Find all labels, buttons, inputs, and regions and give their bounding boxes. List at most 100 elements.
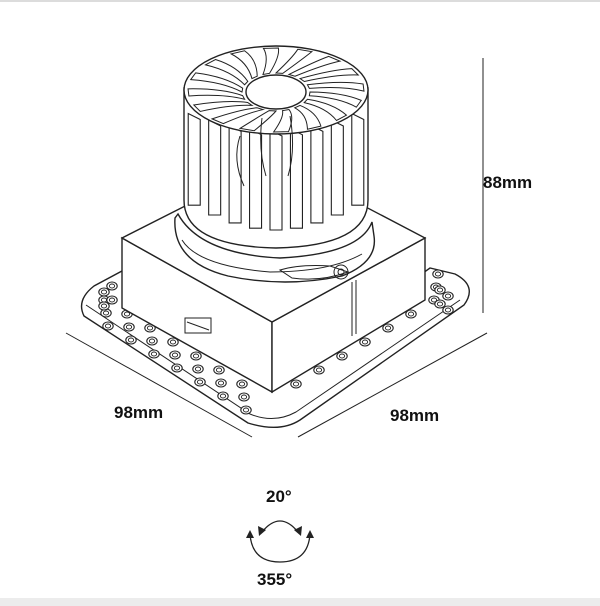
mounting-hole-inner	[171, 352, 179, 358]
heatsink-top-fin	[298, 68, 360, 83]
mounting-hole	[217, 391, 229, 401]
mounting-hole-inner	[242, 407, 250, 413]
mounting-hole-inner	[219, 393, 227, 399]
heatsink-fin	[208, 119, 222, 216]
width-right-label: 98mm	[390, 406, 439, 425]
heatsink-top-fin	[272, 109, 293, 133]
heatsink-fin	[269, 129, 283, 231]
mounting-hole	[434, 285, 446, 295]
mounting-hole-inner	[148, 338, 156, 344]
mounting-hole	[290, 379, 302, 389]
mounting-hole	[98, 287, 110, 297]
mounting-hole	[194, 377, 206, 387]
mounting-hole-inner	[104, 323, 112, 329]
mounting-hole	[336, 351, 348, 361]
mounting-hole	[171, 363, 183, 373]
mounting-hole	[215, 378, 227, 388]
heatsink-top-fin	[189, 72, 244, 93]
heatsink-fin	[249, 127, 263, 229]
heatsink-top-fin	[293, 104, 322, 130]
mounting-hole-inner	[436, 301, 444, 307]
mounting-hole-inner	[102, 310, 110, 316]
mounting-hole-inner	[194, 366, 202, 372]
mounting-hole	[213, 365, 225, 375]
mounting-hole	[98, 301, 110, 311]
heatsink-top-fin	[308, 91, 363, 108]
mounting-hole	[442, 305, 454, 315]
rotation-symbol: 20° 355°	[246, 487, 314, 589]
mounting-hole-inner	[215, 367, 223, 373]
mounting-hole-inner	[100, 289, 108, 295]
mounting-hole-inner	[240, 394, 248, 400]
height-label: 88mm	[483, 173, 532, 192]
mounting-hole	[313, 365, 325, 375]
mounting-hole-inner	[407, 311, 415, 317]
mounting-hole-inner	[361, 339, 369, 345]
mounting-hole	[434, 299, 446, 309]
heatsink-fin	[310, 124, 324, 224]
mounting-hole	[167, 337, 179, 347]
mounting-hole-inner	[430, 297, 438, 303]
mounting-hole	[238, 392, 250, 402]
mounting-hole-inner	[150, 351, 158, 357]
mounting-hole-inner	[146, 325, 154, 331]
mounting-hole	[240, 405, 252, 415]
heatsink-top-fin	[306, 81, 365, 92]
heatsink-top-fin	[210, 107, 265, 125]
heatsink-center-cap	[245, 74, 307, 110]
inner-wire	[236, 135, 245, 187]
height-dimension: 88mm	[482, 58, 532, 313]
mounting-hole-inner	[123, 311, 131, 317]
mounting-hole	[382, 323, 394, 333]
mounting-hole-inner	[108, 297, 116, 303]
mounting-hole-inner	[196, 379, 204, 385]
width-right-dimension: 98mm	[297, 332, 488, 438]
width-left-label: 98mm	[114, 403, 163, 422]
mounting-hole-inner	[217, 380, 225, 386]
heatsink-fin	[187, 112, 201, 206]
plaster-plate	[80, 267, 470, 428]
tilt-angle-label: 20°	[266, 487, 292, 506]
pivot-screw	[333, 264, 349, 280]
heatsink-top-fin	[204, 58, 249, 86]
mounting-hole	[236, 379, 248, 389]
width-left-dimension: 98mm	[65, 332, 253, 438]
mounting-hole	[148, 349, 160, 359]
mounting-hole	[102, 321, 114, 331]
mounting-hole-inner	[192, 353, 200, 359]
mounting-hole-inner	[315, 367, 323, 373]
mounting-hole-inner	[434, 271, 442, 277]
mounting-hole-inner	[238, 381, 246, 387]
mounting-hole-inner	[444, 293, 452, 299]
heatsink-top-fins	[187, 47, 365, 133]
mounting-hole	[169, 350, 181, 360]
mounting-hole	[405, 309, 417, 319]
tilt-arc-icon	[261, 520, 299, 533]
mounting-hole-inner	[108, 283, 116, 289]
mounting-hole-inner	[173, 365, 181, 371]
mounting-hole	[192, 364, 204, 374]
mounting-hole-inner	[436, 287, 444, 293]
rotate-arc-icon	[249, 533, 311, 563]
mounting-hole-inner	[444, 307, 452, 313]
heatsink-top-fin	[287, 55, 342, 77]
rotate-angle-label: 355°	[257, 570, 292, 589]
mounting-hole	[125, 335, 137, 345]
mounting-hole	[106, 295, 118, 305]
mounting-hole-inner	[125, 324, 133, 330]
mounting-hole-inner	[292, 381, 300, 387]
heatsink-fin	[351, 112, 365, 206]
mounting-hole	[146, 336, 158, 346]
heatsink-top-fin	[229, 50, 258, 80]
mounting-hole	[123, 322, 135, 332]
heatsink-top-fin	[262, 47, 280, 76]
mounting-hole-inner	[100, 303, 108, 309]
heatsink-top-fin	[187, 88, 246, 101]
mounting-hole-inner	[169, 339, 177, 345]
bottom-border-strip	[0, 598, 600, 606]
mounting-hole-inner	[127, 337, 135, 343]
mounting-hole	[106, 281, 118, 291]
heatsink-top-fin	[238, 110, 278, 132]
mounting-hole	[442, 291, 454, 301]
